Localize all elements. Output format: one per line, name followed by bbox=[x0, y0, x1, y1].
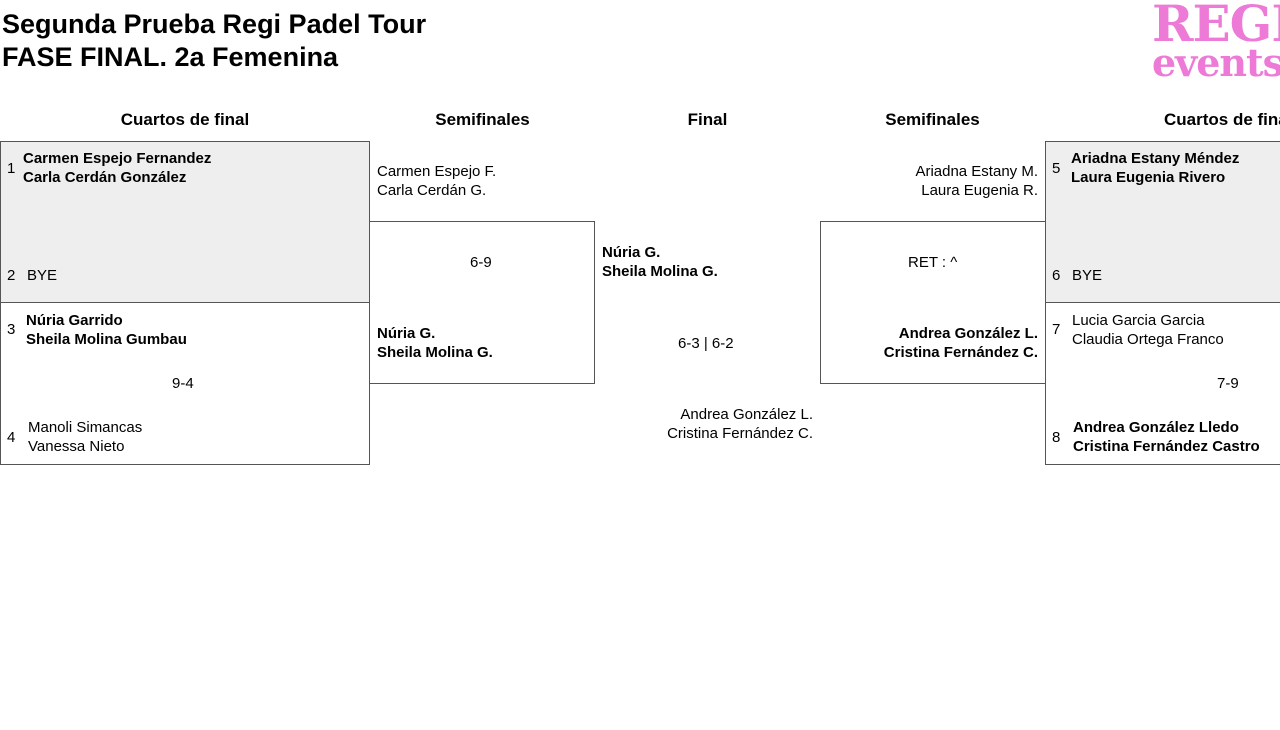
team-player-2: Claudia Ortega Franco bbox=[1072, 331, 1224, 348]
team-player-1: Núria Garrido bbox=[26, 312, 123, 329]
team-player-1: Andrea González Lledo bbox=[1073, 419, 1239, 436]
seed-number: 2 bbox=[7, 267, 16, 284]
team-player-2: Carla Cerdán González bbox=[23, 169, 187, 186]
bye-label: BYE bbox=[1072, 267, 1103, 284]
left-qf-match-1 bbox=[0, 141, 370, 303]
match-score: 7-9 bbox=[1217, 375, 1239, 392]
page-subtitle: FASE FINAL. 2a Femenina bbox=[2, 42, 339, 72]
right-qf-match-2 bbox=[1045, 302, 1280, 465]
team-player-1: Carmen Espejo F. bbox=[377, 163, 497, 180]
left-sf-match bbox=[369, 221, 595, 384]
right-qf-match-1 bbox=[1045, 141, 1280, 303]
team-player-1: Carmen Espejo Fernandez bbox=[23, 150, 212, 167]
match-score: 6-9 bbox=[470, 254, 492, 271]
team-player-2: Cristina Fernández C. bbox=[883, 344, 1038, 361]
team-player-2: Laura Eugenia Rivero bbox=[1071, 169, 1226, 186]
team-player-2: Carla Cerdán G. bbox=[377, 182, 487, 199]
final-score: 6-3 | 6-2 bbox=[678, 335, 734, 352]
seed-number: 4 bbox=[7, 429, 16, 446]
seed-number: 6 bbox=[1052, 267, 1061, 284]
logo-line-1: REGI bbox=[1152, 0, 1280, 53]
team-player-1: Lucia Garcia Garcia bbox=[1072, 312, 1205, 329]
team-player-2: Sheila Molina G. bbox=[377, 344, 493, 361]
bye-label: BYE bbox=[27, 267, 58, 284]
team-player-2: Cristina Fernández C. bbox=[667, 425, 813, 442]
seed-number: 1 bbox=[7, 160, 16, 177]
team-player-1: Núria G. bbox=[377, 325, 436, 342]
seed-number: 8 bbox=[1052, 429, 1061, 446]
round-header-right-quarters: Cuartos de final bbox=[1164, 110, 1280, 129]
team-player-1: Andrea González L. bbox=[898, 325, 1038, 342]
team-player-1: Andrea González L. bbox=[680, 406, 813, 423]
team-player-2: Sheila Molina Gumbau bbox=[26, 331, 187, 348]
team-player-1: Manoli Simancas bbox=[28, 419, 143, 436]
round-header-right-semis: Semifinales bbox=[885, 110, 980, 129]
team-player-1: Ariadna Estany Méndez bbox=[1071, 150, 1240, 167]
team-player-1: Núria G. bbox=[602, 244, 661, 261]
round-header-final: Final bbox=[687, 110, 728, 129]
team-player-2: Laura Eugenia R. bbox=[921, 182, 1038, 199]
seed-number: 5 bbox=[1052, 160, 1061, 177]
match-score: RET : ^ bbox=[908, 254, 958, 271]
page-title: Segunda Prueba Regi Padel Tour bbox=[2, 9, 427, 39]
logo-line-2: events bbox=[1152, 40, 1280, 85]
team-player-2: Vanessa Nieto bbox=[28, 438, 125, 455]
round-header-left-quarters: Cuartos de final bbox=[120, 110, 250, 129]
team-player-2: Sheila Molina G. bbox=[602, 263, 718, 280]
match-score: 9-4 bbox=[172, 375, 194, 392]
seed-number: 7 bbox=[1052, 321, 1061, 338]
round-header-left-semis: Semifinales bbox=[435, 110, 530, 129]
regi-events-logo: REGI events bbox=[1152, 0, 1280, 86]
team-player-2: Cristina Fernández Castro bbox=[1073, 438, 1260, 455]
team-player-1: Ariadna Estany M. bbox=[915, 163, 1038, 180]
seed-number: 3 bbox=[7, 321, 16, 338]
